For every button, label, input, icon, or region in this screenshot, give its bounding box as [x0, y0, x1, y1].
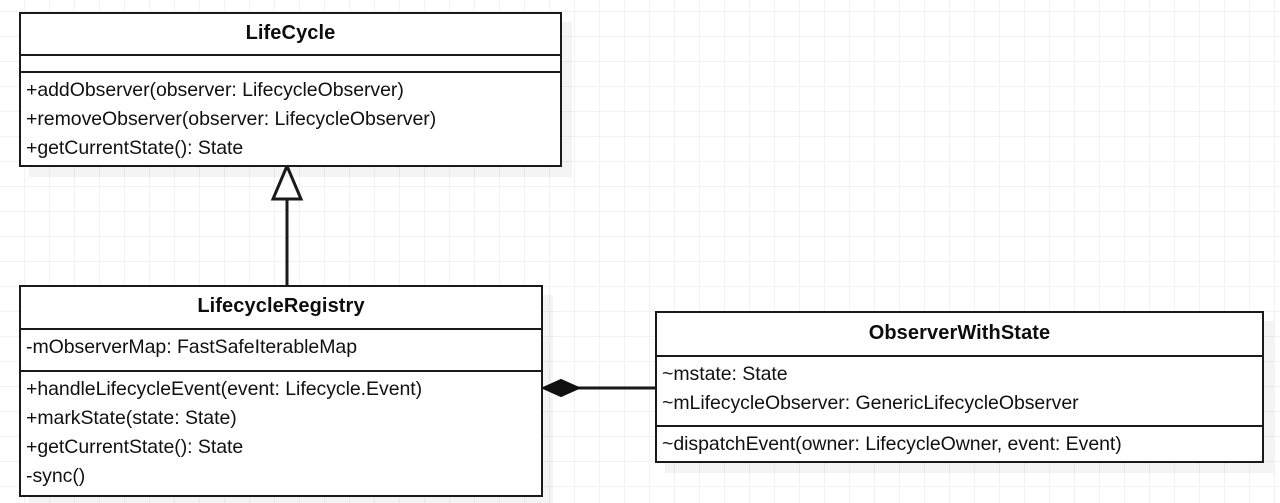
- attributes-compartment-lifecycle: [21, 54, 560, 71]
- class-member: -mObserverMap: FastSafeIterableMap: [26, 336, 358, 358]
- attributes-compartment-observer-with-state: ~mstate: State ~mLifecycleObserver: Gene…: [657, 355, 1262, 425]
- class-member: ~dispatchEvent(owner: LifecycleOwner, ev…: [662, 433, 1122, 455]
- class-box-lifecycle-registry[interactable]: LifecycleRegistry -mObserverMap: FastSaf…: [19, 285, 543, 497]
- class-member: +markState(state: State): [26, 407, 237, 429]
- class-member: -sync(): [26, 465, 86, 487]
- class-name-observer-with-state: ObserverWithState: [868, 322, 1051, 344]
- methods-compartment-lifecycle-registry: +handleLifecycleEvent(event: Lifecycle.E…: [21, 370, 541, 495]
- class-member: +addObserver(observer: LifecycleObserver…: [26, 79, 404, 101]
- attributes-compartment-lifecycle-registry: -mObserverMap: FastSafeIterableMap: [21, 328, 541, 370]
- class-box-observer-with-state[interactable]: ObserverWithState ~mstate: State ~mLifec…: [655, 311, 1264, 463]
- class-member: +getCurrentState(): State: [26, 137, 244, 159]
- class-member: +handleLifecycleEvent(event: Lifecycle.E…: [26, 378, 423, 400]
- class-member: ~mstate: State: [662, 363, 788, 385]
- class-member: ~mLifecycleObserver: GenericLifecycleObs…: [662, 392, 1079, 414]
- class-name-lifecycle-registry: LifecycleRegistry: [197, 295, 365, 317]
- hollow-triangle-icon: [270, 162, 304, 201]
- composition-connector-registry-to-observer: [540, 378, 656, 398]
- class-member: +getCurrentState(): State: [26, 436, 244, 458]
- methods-compartment-observer-with-state: ~dispatchEvent(owner: LifecycleOwner, ev…: [657, 425, 1262, 463]
- class-name-lifecycle: LifeCycle: [245, 22, 336, 44]
- generalization-connector-registry-to-lifecycle: [270, 162, 304, 285]
- filled-diamond-icon: [540, 378, 582, 398]
- methods-compartment-lifecycle: +addObserver(observer: LifecycleObserver…: [21, 71, 560, 167]
- class-box-lifecycle[interactable]: LifeCycle +addObserver(observer: Lifecyc…: [19, 12, 562, 167]
- class-member: +removeObserver(observer: LifecycleObser…: [26, 108, 437, 130]
